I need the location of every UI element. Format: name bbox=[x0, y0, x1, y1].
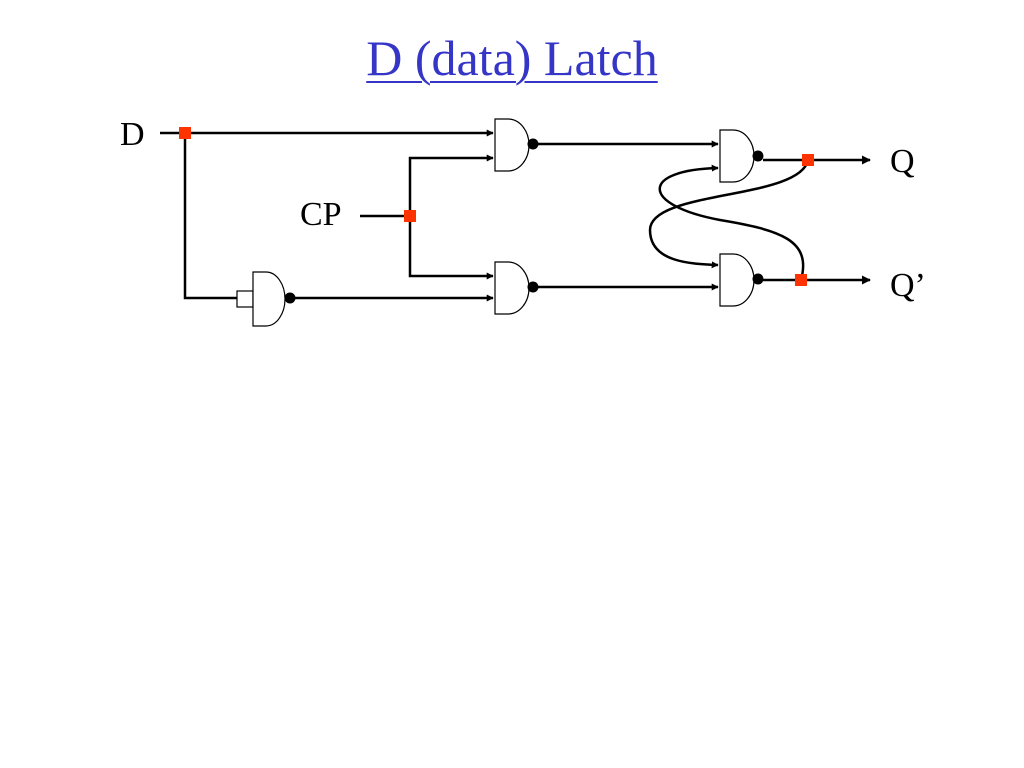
label-q-bar: Q’ bbox=[890, 267, 926, 304]
label-d: D bbox=[120, 116, 145, 153]
junction-cp bbox=[404, 210, 416, 222]
nand-gate-lower-input bbox=[494, 261, 539, 315]
nand-gate-upper-output bbox=[719, 129, 764, 183]
wire-feedback-q-to-gate4 bbox=[648, 159, 810, 269]
nand-gate-lower-output bbox=[719, 253, 764, 307]
wire-cp-to-gate1 bbox=[408, 154, 494, 216]
wire-cp-to-gate2 bbox=[408, 216, 494, 280]
wire-feedback-q-bar-to-gate3 bbox=[658, 164, 805, 281]
label-q: Q bbox=[890, 143, 915, 180]
junction-q bbox=[802, 154, 814, 166]
nand-gate-upper-input bbox=[494, 118, 539, 172]
wire-d-to-inverter bbox=[183, 133, 237, 300]
junction-d bbox=[179, 127, 191, 139]
slide-title: D (data) Latch bbox=[366, 30, 658, 86]
inverter-nand-gate bbox=[236, 271, 296, 327]
label-cp: CP bbox=[300, 196, 342, 233]
junction-q-bar bbox=[795, 274, 807, 286]
